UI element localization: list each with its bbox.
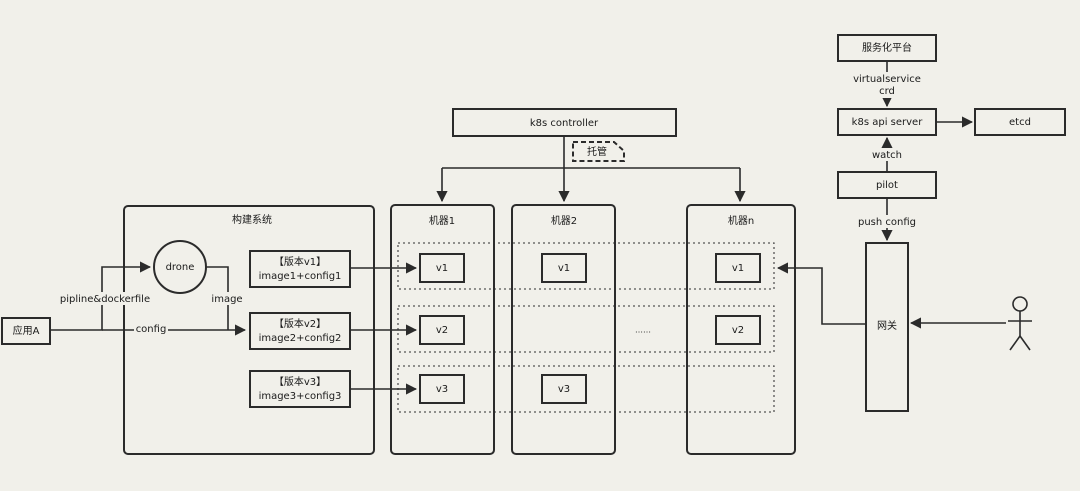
pod-m1-v1-label: v1 — [436, 263, 448, 274]
pilot-box — [837, 171, 937, 199]
version-v1-detail: image1+config1 — [259, 271, 342, 282]
version-v2-detail: image2+config2 — [259, 333, 342, 344]
machine-2-box — [511, 204, 616, 455]
gateway-label: 网关 — [877, 319, 897, 332]
k8s-api-server-label: k8s api server — [852, 117, 924, 128]
pod-mn-v1 — [715, 253, 761, 283]
version-v1-title: 【版本v1】 — [274, 255, 326, 268]
app-a-label: 应用A — [13, 324, 40, 337]
managed-note — [572, 141, 625, 162]
row-band-v2 — [397, 305, 775, 353]
k8s-controller-label: k8s controller — [530, 118, 599, 129]
edge-drone-image — [206, 266, 229, 330]
version-v2-box — [249, 312, 351, 350]
pod-mn-v2-label: v2 — [732, 325, 744, 336]
managed-note-label: 托管 — [587, 145, 607, 158]
row-band-v1 — [397, 242, 775, 290]
ellipsis-label: …… — [635, 326, 651, 335]
pod-m1-v3 — [419, 374, 465, 404]
edge-label-watch: watch — [872, 150, 902, 161]
version-v1-box — [249, 250, 351, 288]
etcd-label: etcd — [1009, 117, 1031, 128]
user-icon — [1008, 296, 1032, 351]
machine-n-box — [686, 204, 796, 455]
k8s-api-server-box — [837, 108, 937, 136]
pod-m2-v1-label: v1 — [558, 263, 570, 274]
machine-1-box — [390, 204, 495, 455]
edge-gateway-to-pod — [776, 262, 866, 325]
edge-label-image: image — [211, 294, 242, 305]
edge-label-pipeline: pipline&dockerfile — [60, 294, 150, 305]
service-platform-box — [837, 34, 937, 62]
build-system-label: 构建系统 — [232, 213, 272, 226]
pod-mn-v1-label: v1 — [732, 263, 744, 274]
app-a-box — [1, 317, 51, 345]
machine-1-label: 机器1 — [429, 214, 455, 227]
edge-label-push-config: push config — [858, 217, 916, 228]
pod-mn-v2 — [715, 315, 761, 345]
pod-m1-v2 — [419, 315, 465, 345]
machine-2-label: 机器2 — [551, 214, 577, 227]
version-v3-detail: image3+config3 — [259, 391, 342, 402]
pilot-label: pilot — [876, 180, 898, 191]
edge-label-crd: crd — [879, 86, 895, 97]
machine-n-label: 机器n — [728, 214, 754, 227]
pod-m1-v3-label: v3 — [436, 384, 448, 395]
gateway-box — [865, 242, 909, 412]
pod-m2-v1 — [541, 253, 587, 283]
etcd-box — [974, 108, 1066, 136]
edge-label-virtualservice: virtualservice — [853, 74, 921, 85]
k8s-controller-box — [452, 108, 677, 137]
version-v2-title: 【版本v2】 — [274, 317, 326, 330]
service-platform-label: 服务化平台 — [862, 41, 912, 54]
drone-label: drone — [166, 262, 195, 273]
version-v3-title: 【版本v3】 — [274, 375, 326, 388]
pod-m1-v1 — [419, 253, 465, 283]
edge-label-config: config — [136, 324, 167, 335]
pod-m1-v2-label: v2 — [436, 325, 448, 336]
pod-m2-v3 — [541, 374, 587, 404]
pod-m2-v3-label: v3 — [558, 384, 570, 395]
